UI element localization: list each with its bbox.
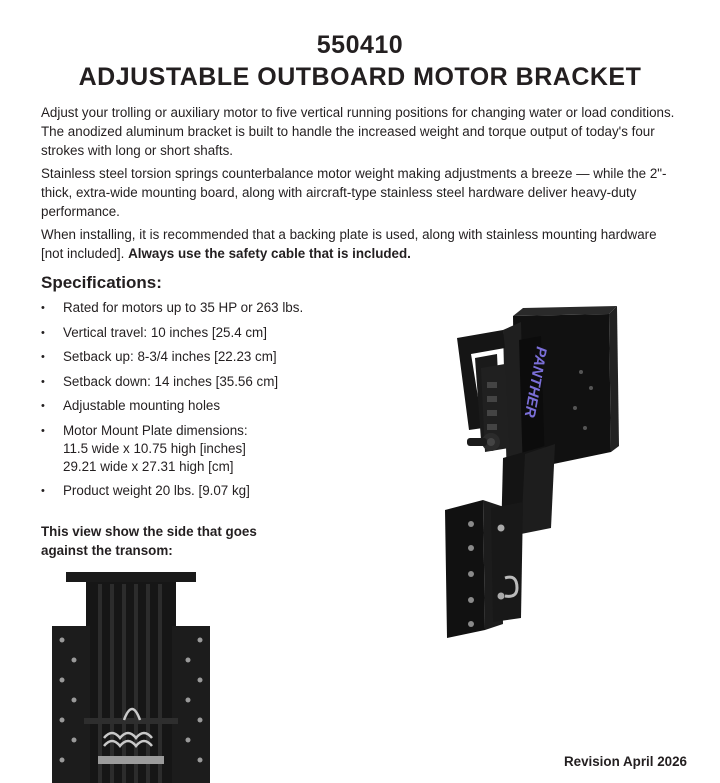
spec-product-weight: Product weight 20 lbs. [9.07 kg] (63, 483, 250, 498)
spec-plate-dimensions: Motor Mount Plate dimensions: (63, 422, 248, 438)
bracket-illustration: PANTHER (445, 306, 619, 638)
spec-rating: Rated for motors up to 35 HP or 263 lbs. (63, 300, 304, 315)
spec-item: Product weight 20 lbs. [9.07 kg] (41, 482, 371, 500)
safety-cable-warning: Always use the safety cable that is incl… (128, 246, 411, 261)
intro-paragraph-1: Adjust your trolling or auxiliary motor … (41, 105, 675, 158)
product-name: ADJUSTABLE OUTBOARD MOTOR BRACKET (78, 63, 642, 91)
title-block: 550410 ADJUSTABLE OUTBOARD MOTOR BRACKET (0, 30, 720, 94)
spec-mounting-holes: Adjustable mounting holes (63, 398, 221, 413)
intro-paragraph-3: When installing, it is recommended that … (41, 225, 681, 263)
spec-item: Setback down: 14 inches [35.56 cm] (41, 373, 371, 391)
transom-view-caption: This view show the side that goes agains… (41, 524, 257, 558)
intro-paragraph-2: Stainless steel torsion springs counterb… (41, 166, 667, 219)
spec-item: Motor Mount Plate dimensions: 11.5 wide … (41, 422, 371, 476)
spec-setback-up: Setback up: 8-3/4 inches [22.23 cm] (63, 349, 277, 364)
intro-text: Adjust your trolling or auxiliary motor … (41, 103, 681, 267)
part-number: 550410 (316, 31, 404, 59)
spec-dimensions-inches: 11.5 wide x 10.75 high [inches] (63, 440, 246, 456)
specifications-list: Rated for motors up to 35 HP or 263 lbs.… (41, 299, 371, 507)
transom-side-image (46, 570, 216, 783)
spec-item: Adjustable mounting holes (41, 397, 371, 415)
transom-side-illustration (52, 572, 210, 783)
specifications-heading: Specifications: (41, 273, 162, 292)
spec-item: Rated for motors up to 35 HP or 263 lbs. (41, 299, 371, 317)
spec-setback-down: Setback down: 14 inches [35.56 cm] (63, 373, 279, 389)
spec-item: Vertical travel: 10 inches [25.4 cm] (41, 324, 371, 342)
spec-item: Setback up: 8-3/4 inches [22.23 cm] (41, 348, 371, 366)
bracket-product-image: PANTHER (405, 278, 645, 678)
spec-vertical-travel: Vertical travel: 10 inches [25.4 cm] (63, 324, 267, 340)
installation-note: When installing, it is recommended that … (41, 227, 657, 261)
revision-date: Revision April 2026 (563, 754, 687, 769)
spec-dimensions-cm: 29.21 wide x 27.31 high [cm] (63, 458, 234, 474)
